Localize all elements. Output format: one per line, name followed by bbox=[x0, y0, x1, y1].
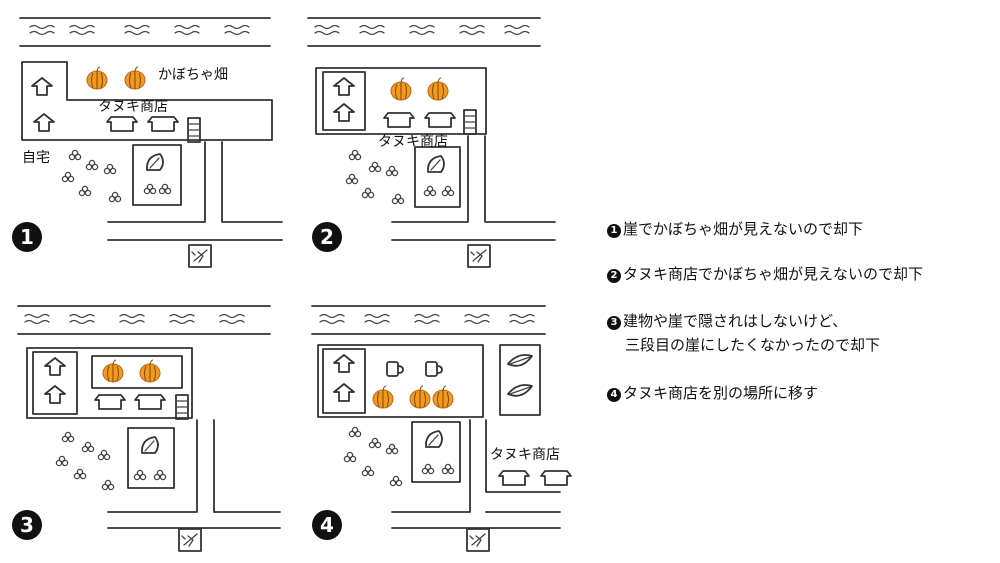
house-icon bbox=[333, 103, 355, 122]
panel-number-badge: 4 bbox=[312, 510, 342, 540]
house-icon bbox=[44, 385, 66, 404]
legend-number: 4 bbox=[607, 388, 621, 402]
bamboo-icon bbox=[507, 354, 533, 367]
mug-icon bbox=[425, 361, 443, 377]
legend-text: タヌキ商店を別の場所に移す bbox=[623, 384, 819, 402]
shop-icon bbox=[134, 394, 166, 410]
mug-icon bbox=[386, 361, 404, 377]
legend-text: 建物や崖で隠されはしないけど、 bbox=[623, 312, 848, 330]
house-icon bbox=[44, 357, 66, 376]
shop-icon bbox=[147, 116, 179, 132]
pumpkin-icon bbox=[432, 385, 454, 409]
legend-text: タヌキ商店でかぼちゃ畑が見えないので却下 bbox=[623, 265, 924, 283]
pumpkin-icon bbox=[409, 385, 431, 409]
pumpkin-icon bbox=[427, 77, 449, 101]
legend-number: 1 bbox=[607, 224, 621, 238]
shop-label: タヌキ商店 bbox=[378, 134, 448, 150]
shop-icon bbox=[383, 112, 415, 128]
legend-number: 3 bbox=[607, 316, 621, 330]
airport-icon bbox=[188, 244, 212, 268]
shop-icon bbox=[94, 394, 126, 410]
panel-1-map bbox=[19, 17, 283, 268]
river-wave-icon bbox=[29, 24, 250, 36]
leaf-icon bbox=[425, 430, 443, 448]
legend-text: 三段目の崖にしたくなかったので却下 bbox=[625, 336, 881, 354]
bamboo-icon bbox=[507, 384, 533, 397]
house-icon bbox=[31, 77, 53, 96]
leaf-icon bbox=[427, 155, 445, 173]
legend-number: 2 bbox=[607, 269, 621, 283]
panel-2-map bbox=[307, 17, 556, 268]
house-icon bbox=[333, 383, 355, 402]
stairs-icon bbox=[187, 117, 201, 143]
airport-icon bbox=[467, 244, 491, 268]
shop-icon bbox=[424, 112, 456, 128]
panel-number-badge: 2 bbox=[312, 222, 342, 252]
house-icon bbox=[333, 77, 355, 96]
shop-label: タヌキ商店 bbox=[490, 447, 560, 463]
panel-4-map bbox=[311, 305, 572, 552]
river-wave-icon bbox=[314, 24, 530, 36]
panel-3-map bbox=[17, 305, 281, 552]
house-icon bbox=[333, 354, 355, 373]
river-wave-icon bbox=[319, 313, 535, 325]
shop-icon bbox=[106, 116, 138, 132]
stairs-icon bbox=[463, 109, 477, 135]
shop-icon bbox=[498, 470, 530, 486]
pumpkin-icon bbox=[102, 359, 124, 383]
pumpkin-icon bbox=[390, 77, 412, 101]
airport-icon bbox=[178, 528, 202, 552]
panel-number-badge: 1 bbox=[12, 222, 42, 252]
airport-icon bbox=[466, 528, 490, 552]
stairs-icon bbox=[175, 394, 189, 420]
river-wave-icon bbox=[24, 313, 245, 325]
panel-number-badge: 3 bbox=[12, 510, 42, 540]
pumpkin-icon bbox=[372, 385, 394, 409]
house-icon bbox=[33, 113, 55, 132]
leaf-icon bbox=[146, 153, 164, 171]
pumpkin-icon bbox=[86, 66, 108, 90]
legend-item-3-continued: 三段目の崖にしたくなかったので却下 bbox=[607, 332, 880, 358]
shop-label: タヌキ商店 bbox=[98, 99, 168, 115]
pumpkin-icon bbox=[124, 66, 146, 90]
legend-text: 崖でかぼちゃ畑が見えないので却下 bbox=[623, 220, 864, 238]
leaf-icon bbox=[141, 436, 159, 454]
home-label: 自宅 bbox=[22, 150, 50, 166]
pumpkin-field-label: かぼちゃ畑 bbox=[158, 67, 228, 83]
shop-icon bbox=[540, 470, 572, 486]
pumpkin-icon bbox=[139, 359, 161, 383]
